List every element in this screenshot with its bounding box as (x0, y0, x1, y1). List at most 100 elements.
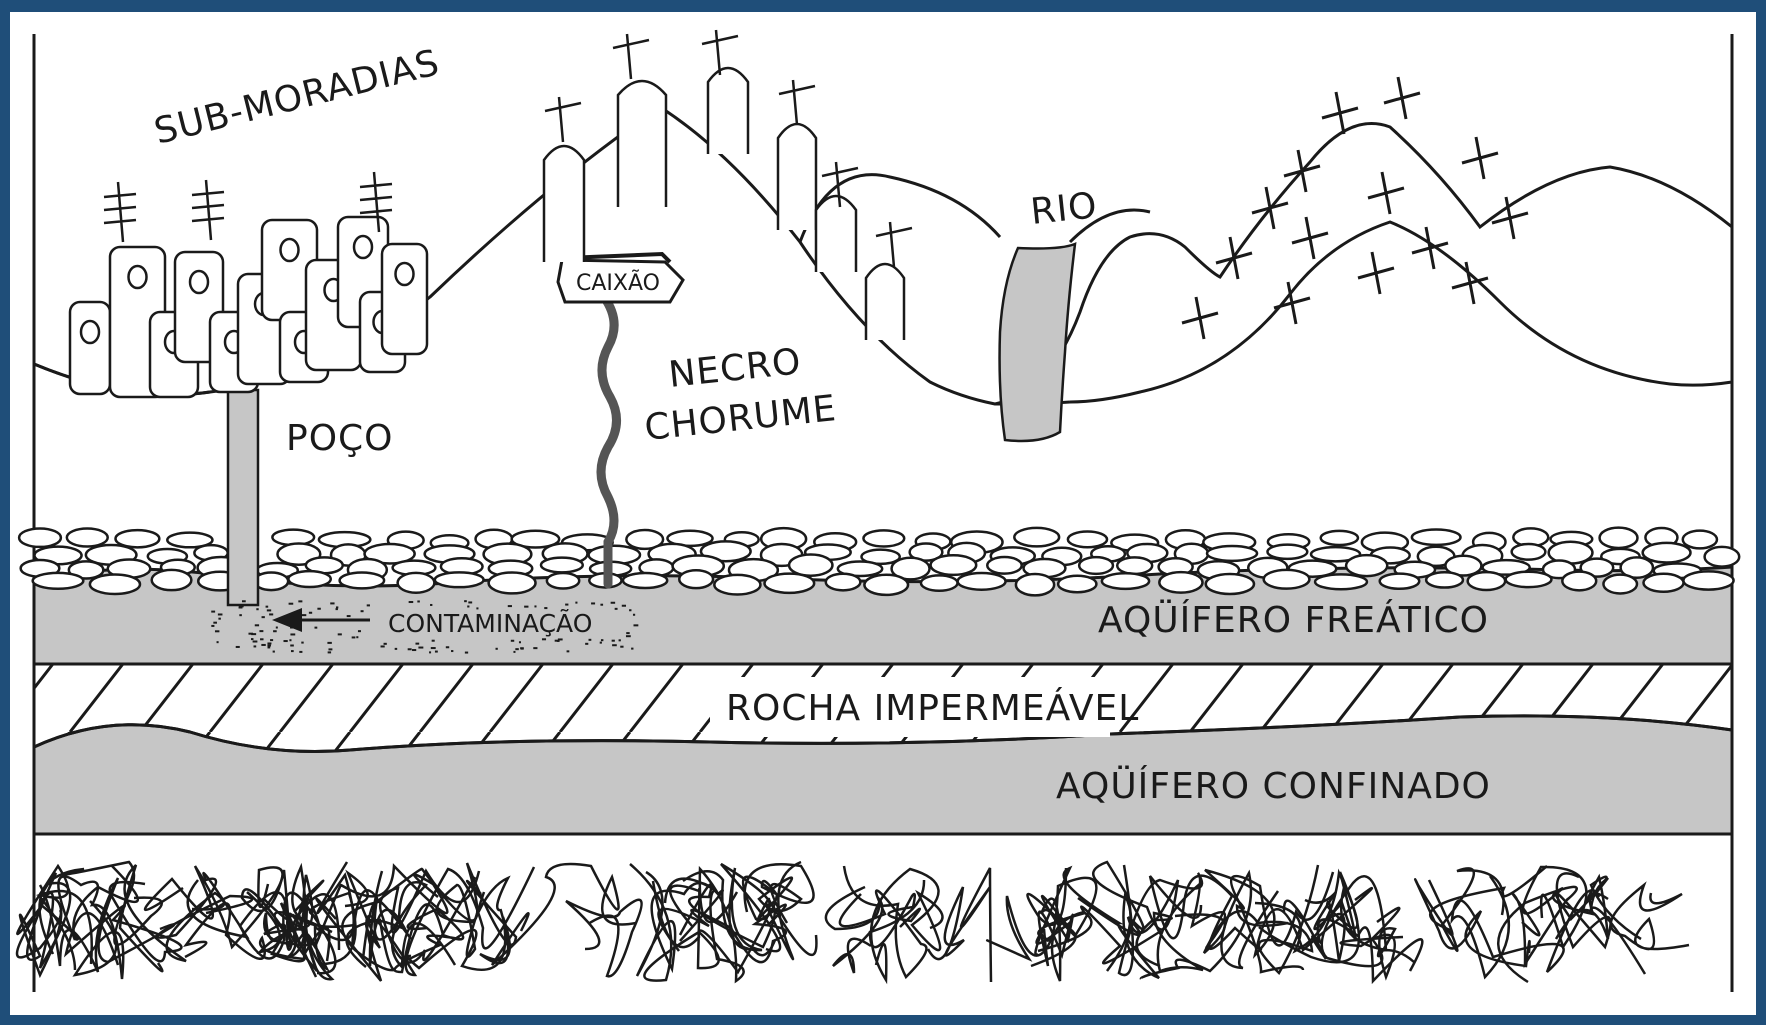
pebble (1410, 528, 1462, 547)
cross (1215, 236, 1253, 280)
speckle (430, 603, 433, 606)
tombstone (776, 122, 818, 230)
scribble-stroke (118, 864, 226, 973)
speckle (298, 600, 303, 603)
label-rocha-impermeavel: ROCHA IMPERMEÁVEL (726, 687, 1139, 729)
pebble (1313, 573, 1369, 591)
cross (1321, 91, 1359, 135)
speckle (267, 644, 271, 647)
speckle (301, 614, 307, 617)
speckle (476, 607, 479, 610)
scribble-stroke (1450, 875, 1601, 980)
speckle (626, 632, 630, 635)
scribble-stroke (1429, 865, 1548, 952)
speckle (267, 646, 271, 649)
label-poco: POÇO (286, 418, 394, 459)
speckle (610, 601, 616, 604)
scribble-stroke (663, 865, 745, 984)
scribble-stroke (682, 867, 777, 957)
speckle (591, 602, 596, 605)
speckle (621, 604, 627, 607)
speckle (631, 647, 634, 650)
tombstone (706, 66, 750, 154)
pebble (1424, 570, 1465, 589)
speckle (380, 645, 385, 648)
speckle (272, 650, 275, 653)
scribble-stroke (285, 861, 355, 972)
speckle (299, 650, 303, 653)
speckle (261, 616, 265, 619)
scribble-stroke (240, 869, 333, 951)
pebble (1703, 545, 1741, 568)
speckle (252, 640, 258, 643)
pebble (396, 571, 436, 594)
speckle (464, 600, 467, 603)
speckle (337, 633, 342, 636)
cross (1181, 296, 1219, 340)
scribble-stroke (651, 880, 818, 975)
pebble (763, 572, 816, 595)
speckle (464, 651, 469, 654)
house-window (79, 319, 101, 345)
speckle (260, 638, 264, 641)
pebble (929, 554, 978, 577)
speckle (394, 647, 398, 650)
scribble-stroke (869, 867, 944, 985)
cross (1383, 76, 1421, 120)
speckle (468, 601, 473, 604)
pebble (863, 573, 910, 597)
diagram-panel: SUB-MORADIAS POÇO CAIXÃO NECRO CHORUME R… (10, 12, 1756, 1015)
scribble-stroke (18, 872, 77, 979)
pebble (1344, 553, 1389, 578)
well (226, 388, 260, 607)
pebble (65, 527, 109, 548)
contamination-arrow (272, 608, 370, 632)
pebble (1056, 574, 1098, 594)
speckle (360, 610, 364, 613)
antenna (103, 181, 137, 243)
label-contaminacao: CONTAMINAÇÃO (388, 608, 592, 638)
speckle (565, 603, 569, 606)
speckle (430, 647, 436, 650)
house (380, 242, 429, 356)
speckle (351, 636, 356, 639)
pebble (1266, 543, 1309, 561)
speckle (253, 645, 257, 648)
speckle (544, 607, 548, 610)
speckle (434, 650, 438, 653)
speckle (216, 641, 219, 644)
pebble (890, 556, 931, 581)
speckle (291, 616, 294, 619)
speckle (620, 645, 624, 648)
speckle (211, 610, 216, 613)
speckle (265, 605, 269, 608)
speckle (330, 602, 335, 605)
speckle (213, 621, 217, 624)
scribble-stroke (341, 900, 398, 972)
cross (1283, 149, 1321, 193)
speckle (317, 607, 321, 610)
pebble (1561, 570, 1598, 592)
label-caixao: CAIXÃO (576, 269, 660, 296)
speckle (266, 609, 272, 612)
pebble (1204, 572, 1256, 596)
scribble-stroke (156, 871, 254, 939)
scribble-stroke (1139, 869, 1280, 981)
speckle (289, 639, 292, 642)
scribble-stroke (657, 903, 787, 964)
cross (1251, 186, 1289, 230)
speckle (366, 604, 370, 607)
scribble-stroke (1254, 868, 1359, 962)
pebble (860, 548, 902, 566)
tomb-cross (612, 33, 650, 80)
speckle (445, 646, 450, 649)
scribble-stroke (407, 910, 511, 971)
cross (1461, 136, 1499, 180)
scribble-stroke (1553, 872, 1642, 950)
tombstone (864, 262, 906, 340)
speckle (533, 647, 538, 650)
speckle (429, 651, 432, 654)
house-window (188, 269, 210, 295)
speckle (275, 626, 278, 629)
speckle (335, 608, 338, 611)
